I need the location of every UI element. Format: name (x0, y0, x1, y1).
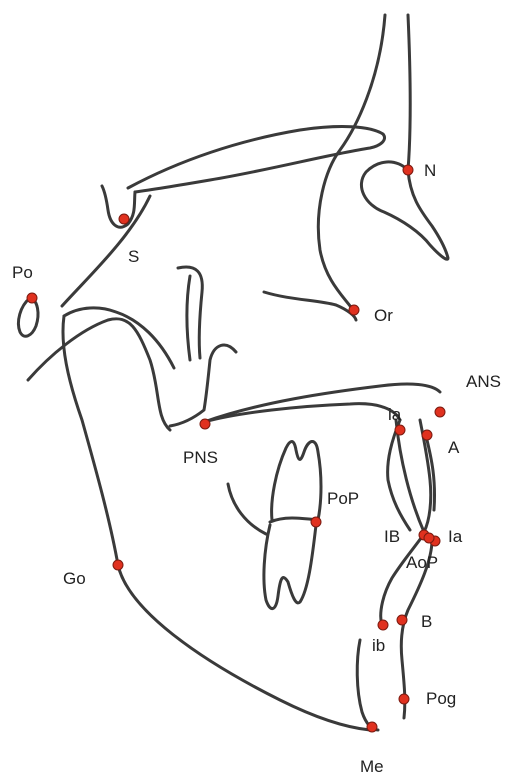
mandibular-canal-outline (228, 484, 266, 534)
coronoid-outline (28, 319, 170, 430)
landmark-dot-go (113, 560, 123, 570)
landmark-dot-b (397, 615, 407, 625)
palate-outline (204, 384, 440, 422)
landmark-label-go: Go (63, 569, 86, 588)
landmark-label-pns: PNS (183, 448, 218, 467)
landmark-label-po: Po (12, 263, 33, 282)
landmark-dot-n (403, 165, 413, 175)
landmark-label-ib-lower: ib (372, 636, 385, 655)
landmark-label-aop: AoP (406, 553, 438, 572)
landmark-label-n: N (424, 161, 436, 180)
pterygoid-outline (187, 276, 190, 360)
landmark-label-pop: PoP (327, 489, 359, 508)
landmark-dot-ia (395, 425, 405, 435)
landmark-dot-me (367, 722, 377, 732)
landmark-label-ib: IB (384, 527, 400, 546)
landmark-label-b: B (421, 612, 432, 631)
upper-molar-outline (272, 441, 321, 520)
landmark-label-me: Me (360, 757, 384, 775)
landmark-dot-a (422, 430, 432, 440)
landmark-label-or: Or (374, 306, 393, 325)
landmark-label-s: S (128, 247, 139, 266)
sella-turcica-outline (102, 186, 135, 227)
cranial-base-outline (128, 127, 385, 192)
lower-molar-outline (264, 525, 316, 609)
nasal-bone-outline (318, 15, 385, 310)
landmark-dot-pop (311, 517, 321, 527)
lower-incisor-outline (381, 534, 424, 626)
landmark-label-pog: Pog (426, 689, 456, 708)
landmark-dot-or (349, 305, 359, 315)
landmark-label-ia-upper: Ia (448, 527, 463, 546)
condyle-outline (64, 308, 174, 368)
landmark-label-a: A (448, 438, 460, 457)
frontal-profile-outline (408, 15, 410, 170)
landmark-dot-aop (424, 533, 434, 543)
landmark-dot-pns (200, 419, 210, 429)
landmark-label-ia: ia (388, 405, 402, 424)
landmark-dot-po (27, 293, 37, 303)
landmark-dot-s (119, 214, 129, 224)
landmark-dot-pog (399, 694, 409, 704)
landmark-dot-ib-lower (378, 620, 388, 630)
ramus-outline (63, 316, 370, 730)
porion-outline (18, 298, 38, 336)
landmark-label-ans: ANS (466, 372, 501, 391)
landmark-dot-ans (435, 407, 445, 417)
